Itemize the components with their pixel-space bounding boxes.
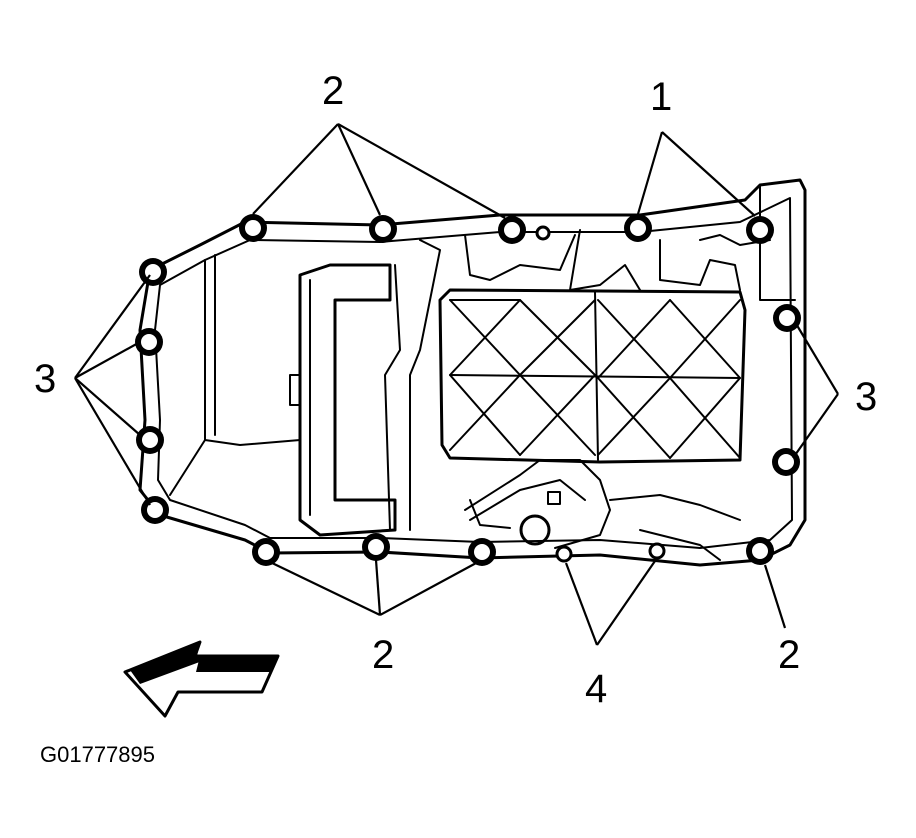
bolt-left-4: [141, 496, 169, 524]
callout-label-2-right: 2: [778, 633, 800, 677]
bolt-left-1: [139, 258, 167, 286]
bolt-top-2: [369, 215, 397, 243]
callout-label-4: 4: [585, 667, 607, 711]
callout-label-2-bottom: 2: [372, 633, 394, 677]
bolt-bottom-2: [362, 533, 390, 561]
bolt-left-3: [136, 426, 164, 454]
bolt-bottom-4: [746, 537, 774, 565]
bolt-bottom-1: [252, 538, 280, 566]
bolt-top-4: [624, 214, 652, 242]
callout-label-2-top: 2: [322, 69, 344, 113]
small-hole-4b: [648, 542, 666, 560]
callout-label-3-left: 3: [34, 357, 56, 401]
callout-label-1: 1: [650, 75, 672, 119]
drain-area-detail: [464, 459, 741, 561]
figure-id: G01777895: [40, 742, 155, 767]
bolt-left-2: [135, 328, 163, 356]
bolt-right-2: [772, 448, 800, 476]
small-hole-4a: [555, 545, 573, 563]
small-hole-top: [535, 225, 551, 241]
leader-lines: [74, 123, 839, 646]
baffle-grid: [438, 288, 747, 464]
front-direction-arrow: [123, 640, 280, 718]
bolt-top-1: [239, 214, 267, 242]
callout-label-3-right: 3: [855, 375, 877, 419]
bolt-top-5: [746, 216, 774, 244]
bolt-right-1: [773, 304, 801, 332]
bolt-bottom-3: [468, 538, 496, 566]
bolt-top-3: [498, 216, 526, 244]
